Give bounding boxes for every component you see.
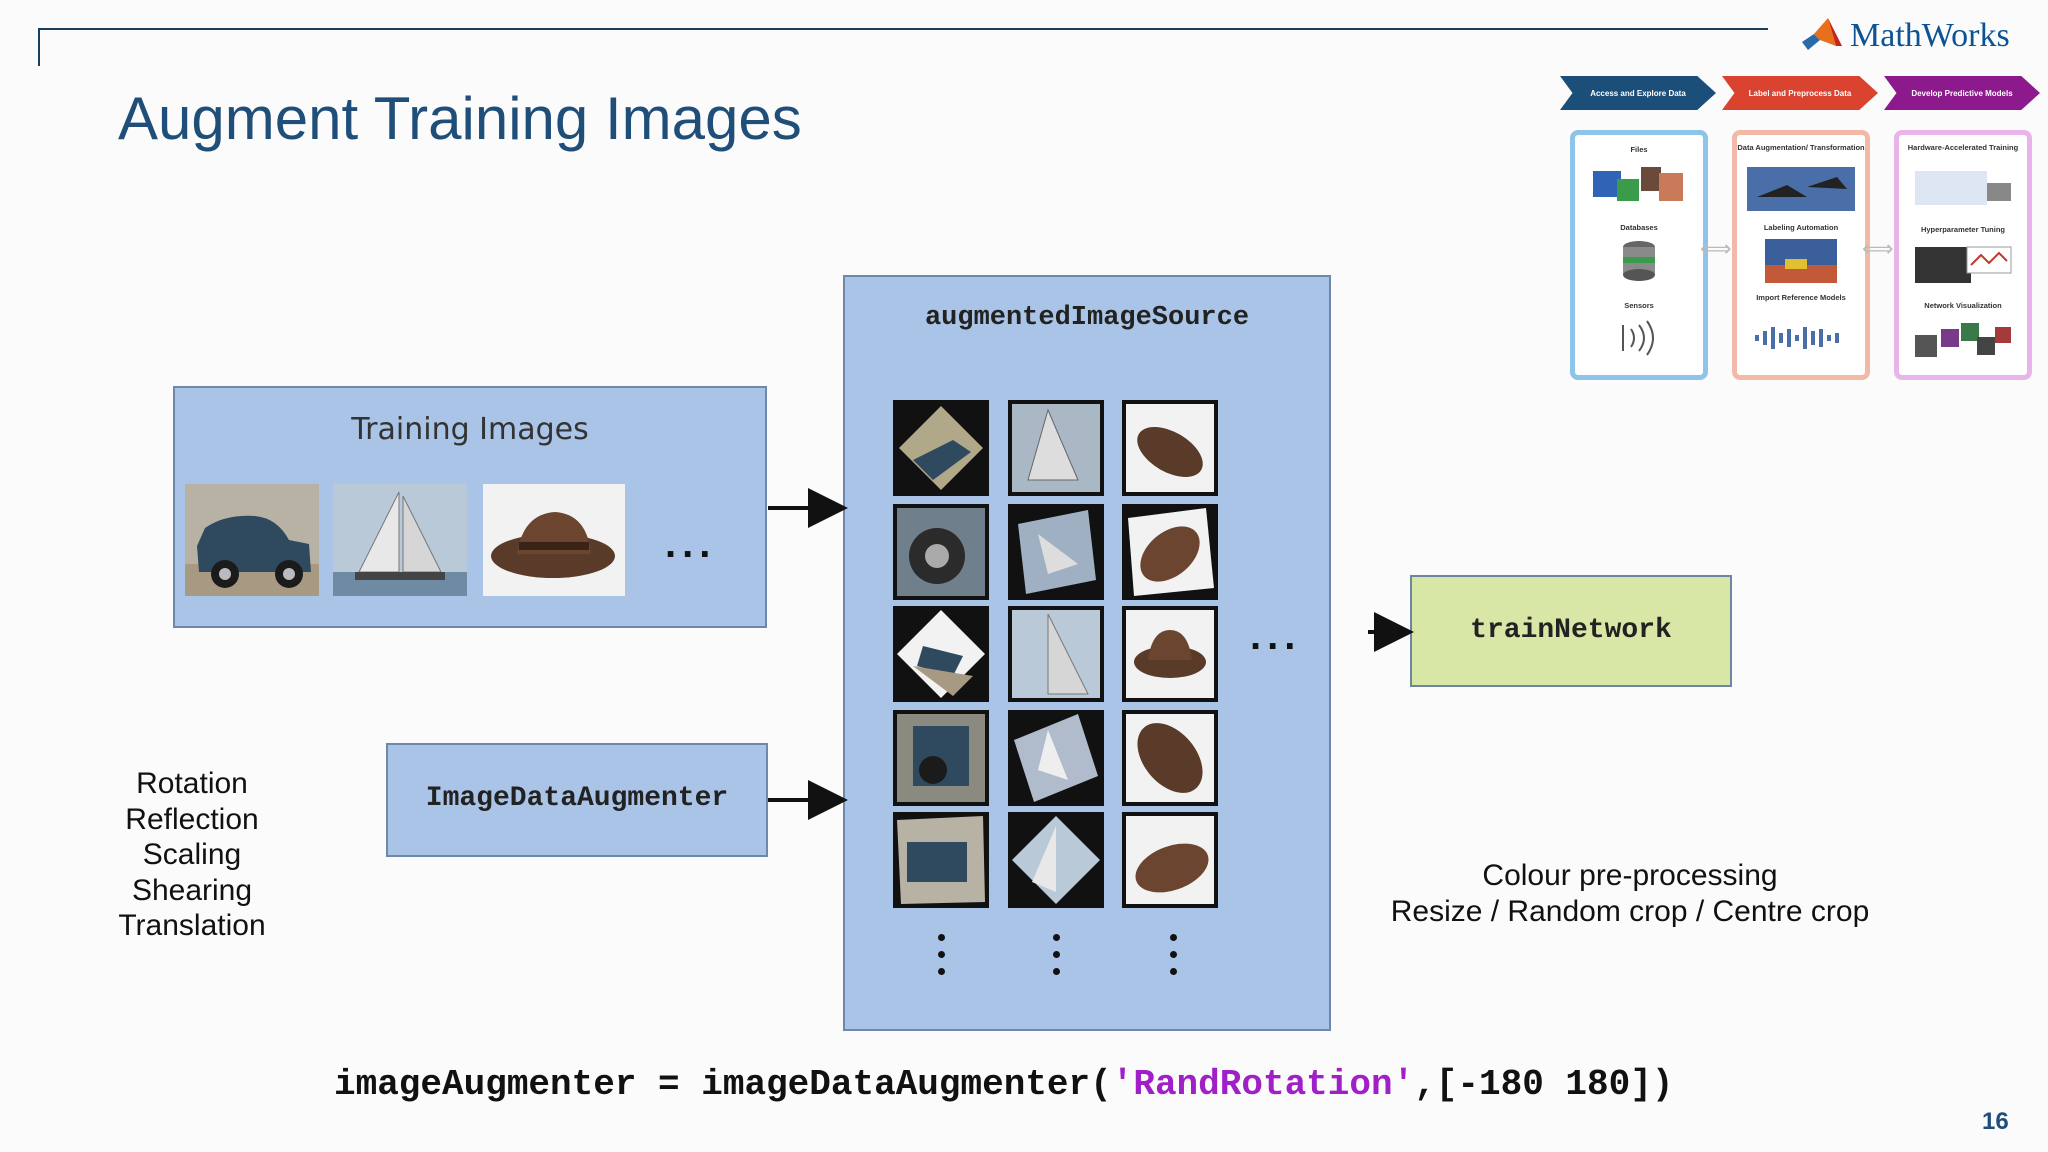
augmented-image (1008, 400, 1104, 496)
transforms-list: Rotation Reflection Scaling Shearing Tra… (112, 766, 272, 944)
transform-item: Scaling (142, 838, 242, 871)
augmented-image (893, 606, 989, 702)
transform-item: Reflection (125, 802, 259, 836)
augmented-image (1122, 606, 1218, 702)
car-image (185, 484, 319, 596)
double-arrow-icon: ⟺ (1700, 236, 1732, 261)
sailboat-image (333, 484, 467, 596)
page-title: Augment Training Images (118, 85, 802, 152)
panel-item: Sensors (1624, 301, 1654, 310)
code-suffix: ,[-180 180]) (1414, 1064, 1674, 1105)
code-prefix: imageAugmenter = imageDataAugmenter( (334, 1064, 1112, 1105)
vertical-ellipsis-icon (938, 934, 948, 985)
training-images-box: Training Images ... (173, 386, 767, 628)
panel-item: Network Visualization (1924, 301, 2002, 310)
panel-preprocess: Data Augmentation/ Transformation Labeli… (1732, 130, 1870, 380)
panel-item: Hardware-Accelerated Training (1907, 143, 2019, 152)
header-rule-corner (38, 28, 40, 66)
augmented-image (893, 400, 989, 496)
panel-item: Hyperparameter Tuning (1920, 225, 2006, 234)
panel-develop: Hardware-Accelerated Training Hyperparam… (1894, 130, 2032, 380)
visualization-icon (1915, 323, 2011, 357)
panel-item: Data Augmentation/ Transformation (1737, 143, 1865, 152)
augmented-image (1008, 504, 1104, 600)
files-icon (1593, 167, 1683, 201)
output-options: Colour pre-processing Resize / Random cr… (1380, 858, 1880, 930)
augmented-source-label: augmentedImageSource (924, 303, 1250, 333)
training-images-label: Training Images (351, 412, 589, 447)
augmented-image (1122, 400, 1218, 496)
double-arrow-icon: ⟺ (1862, 236, 1894, 261)
panel-item: Databases (1620, 223, 1658, 232)
gpu-icon (1915, 171, 2011, 205)
database-icon (1623, 241, 1655, 281)
workflow-thumbnail: Access and Explore Data Label and Prepro… (1560, 76, 2040, 380)
membrane-logo-icon (1802, 18, 1842, 50)
code-line: imageAugmenter = imageDataAugmenter('Ran… (334, 1064, 1673, 1105)
mathworks-logo: MathWorks (1800, 12, 2010, 60)
vertical-ellipsis-icon (1170, 934, 1180, 985)
transform-item: Rotation (136, 767, 248, 800)
header-rule (38, 28, 1768, 30)
vertical-ellipsis-icon (1053, 934, 1063, 985)
image-data-augmenter-box: ImageDataAugmenter (386, 743, 768, 857)
train-network-label: trainNetwork (1470, 615, 1672, 646)
panel-item: Files (1630, 145, 1648, 154)
stage-label-preprocess: Label and Preprocess Data (1722, 76, 1878, 110)
stage-access-explore: Access and Explore Data (1560, 76, 1716, 110)
output-option: Colour pre-processing (1482, 859, 1778, 892)
labeling-thumbnail (1765, 239, 1837, 283)
page-number: 16 (1982, 1108, 2009, 1135)
models-icon (1755, 327, 1839, 349)
augmenter-label: ImageDataAugmenter (425, 783, 729, 814)
augmented-image (1122, 812, 1218, 908)
grid-ellipsis: ... (1250, 614, 1302, 658)
train-network-box: trainNetwork (1410, 575, 1732, 687)
panel-item: Import Reference Models (1756, 293, 1846, 302)
panel-access: Files Databases Sensors (1570, 130, 1708, 380)
output-option: Resize / Random crop / Centre crop (1390, 895, 1870, 928)
augmented-image (893, 504, 989, 600)
tuning-icon (1915, 246, 2012, 283)
augmented-image (893, 812, 989, 908)
augmented-image (893, 710, 989, 806)
panel-item: Labeling Automation (1763, 223, 1839, 232)
code-string: 'RandRotation' (1111, 1064, 1415, 1105)
augmentation-thumbnail (1747, 167, 1855, 211)
transform-item: Translation (118, 909, 266, 942)
augmented-image (1122, 710, 1218, 806)
stage-develop-models: Develop Predictive Models (1884, 76, 2040, 110)
augmented-image (1008, 710, 1104, 806)
hat-image (483, 484, 625, 596)
sensor-icon (1622, 320, 1654, 356)
logo-text: MathWorks (1850, 17, 2010, 54)
augmented-image (1122, 504, 1218, 600)
transform-item: Shearing (131, 873, 253, 907)
augmented-image (1008, 606, 1104, 702)
training-ellipsis: ... (665, 522, 717, 566)
augmented-image (1008, 812, 1104, 908)
